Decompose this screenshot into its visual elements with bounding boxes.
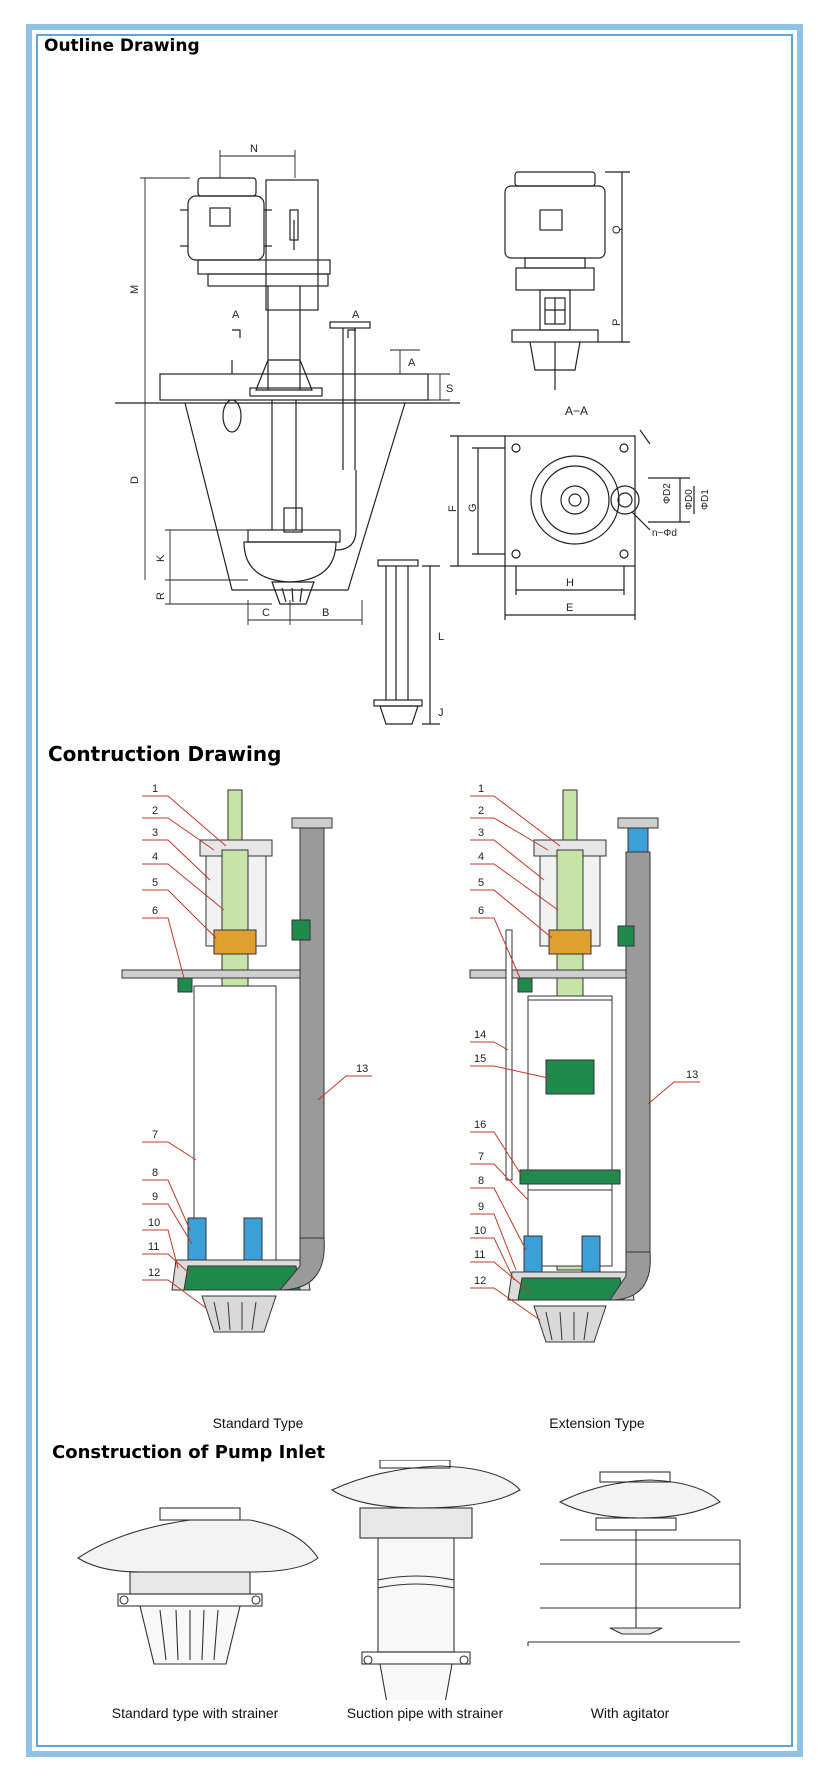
frame-inner-border: [36, 34, 793, 1747]
standard-type-caption: Standard Type: [212, 1415, 304, 1431]
dim-s: S: [446, 383, 453, 395]
dim-l: L: [438, 631, 444, 643]
inlet-caption-suction: Suction pipe with strainer: [346, 1705, 504, 1721]
dim-d: D: [129, 476, 141, 484]
std-part-6: 6: [152, 905, 158, 917]
dim-a: A: [408, 357, 416, 369]
standard-type-drawing: [121, 789, 333, 1333]
dim-c: C: [262, 607, 270, 619]
inlet-caption-standard: Standard type with strainer: [111, 1705, 279, 1721]
ext-part-7: 7: [478, 1151, 484, 1163]
std-part-8: 8: [152, 1167, 158, 1179]
outline-drawing-title: Outline Drawing: [44, 36, 200, 56]
std-part-4: 4: [152, 851, 158, 863]
ext-part-15: 15: [474, 1053, 486, 1065]
std-part-10: 10: [148, 1217, 160, 1229]
dim-phi-d1: ΦD1: [700, 489, 711, 510]
construction-drawing-title: Contruction Drawing: [48, 742, 282, 766]
section-aa-label: A−A: [565, 404, 588, 418]
ext-part-13: 13: [686, 1069, 698, 1081]
std-part-11: 11: [148, 1241, 159, 1253]
section-mark-a-left: A: [232, 309, 240, 321]
dim-p: P: [611, 319, 623, 326]
dim-n-phi-d: n−Φd: [652, 528, 677, 539]
outline-side-view: A A: [115, 177, 460, 605]
ext-part-10: 10: [474, 1225, 486, 1237]
outline-section-aa: A−A F G H E ΦD2 ΦD0 ΦD1 n−Φd: [447, 404, 711, 620]
ext-part-11: 11: [474, 1249, 485, 1261]
pump-inlet-drawings: [76, 1460, 741, 1700]
ext-part-8: 8: [478, 1175, 484, 1187]
dim-h: H: [566, 577, 574, 589]
standard-type-leaders: [142, 795, 372, 1309]
dim-r: R: [155, 592, 167, 600]
ext-part-2: 2: [478, 805, 484, 817]
inlet-suction-pipe: [330, 1460, 521, 1700]
dim-k: K: [155, 554, 167, 562]
extension-type-part-numbers: 1 2 3 4 5 6 14 15 16 7 8 9 10 11 12 13: [474, 783, 698, 1287]
extension-type-leaders: [470, 795, 700, 1321]
ext-part-14: 14: [474, 1029, 486, 1041]
outline-extension-column: L J: [373, 559, 444, 725]
outline-dimensions: N M D K R C B A S: [129, 143, 453, 625]
outline-drawing: A A N M D K: [115, 143, 711, 725]
ext-part-12: 12: [474, 1275, 486, 1287]
inlet-caption-agitator: With agitator: [590, 1705, 670, 1721]
extension-type-caption: Extension Type: [549, 1415, 645, 1431]
std-part-1: 1: [152, 783, 158, 795]
ext-part-4: 4: [478, 851, 484, 863]
ext-part-1: 1: [478, 783, 484, 795]
pump-inlet-title: Construction of Pump Inlet: [52, 1442, 326, 1463]
standard-type-part-numbers: 1 2 3 4 5 6 7 8 9 10 11 12 13: [148, 783, 368, 1279]
std-part-7: 7: [152, 1129, 158, 1141]
inlet-standard-strainer: [76, 1507, 319, 1665]
ext-part-5: 5: [478, 877, 484, 889]
std-part-9: 9: [152, 1191, 158, 1203]
dim-f: F: [447, 505, 459, 512]
inlet-with-agitator: [527, 1471, 741, 1646]
section-mark-a-right: A: [352, 309, 360, 321]
outline-front-view: Q P: [504, 171, 630, 390]
dim-phi-d0: ΦD0: [684, 489, 695, 510]
dim-q: Q: [611, 225, 623, 234]
dim-e: E: [566, 602, 573, 614]
dim-n: N: [250, 143, 258, 155]
ext-part-6: 6: [478, 905, 484, 917]
ext-part-9: 9: [478, 1201, 484, 1213]
dim-g: G: [467, 503, 479, 512]
std-part-5: 5: [152, 877, 158, 889]
construction-drawing: 1 2 3 4 5 6 7 8 9 10 11 12 13: [121, 783, 700, 1343]
std-part-12: 12: [148, 1267, 160, 1279]
std-part-2: 2: [152, 805, 158, 817]
ext-part-3: 3: [478, 827, 484, 839]
extension-type-drawing: [469, 789, 659, 1343]
std-part-13: 13: [356, 1063, 368, 1075]
std-part-3: 3: [152, 827, 158, 839]
dim-b: B: [322, 607, 329, 619]
dim-phi-d2: ΦD2: [662, 483, 673, 504]
ext-part-16: 16: [474, 1119, 486, 1131]
dim-j: J: [438, 707, 444, 719]
dim-m: M: [129, 285, 141, 294]
